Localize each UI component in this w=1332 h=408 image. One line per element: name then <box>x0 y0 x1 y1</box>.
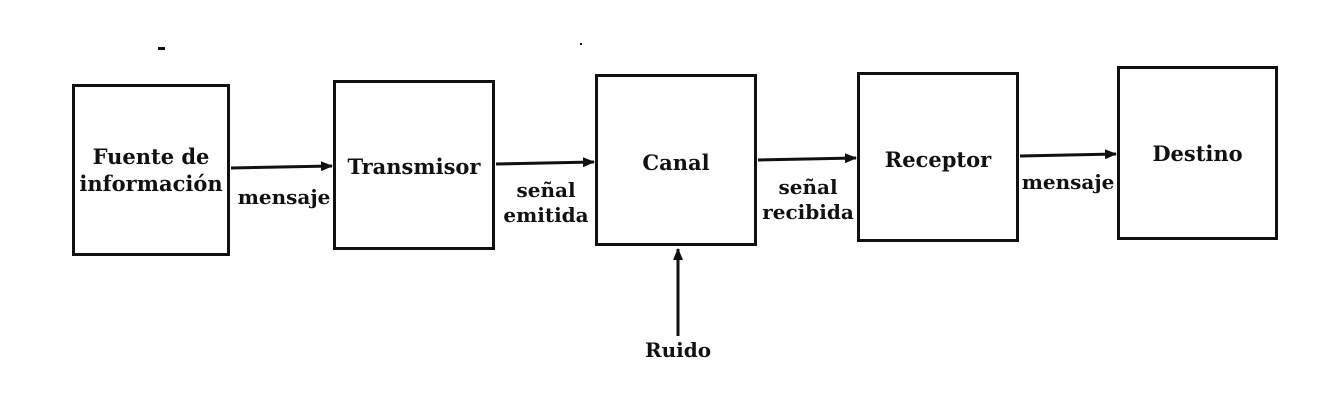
transmitter-block: Transmisor <box>333 80 495 250</box>
noise-label: Ruido <box>644 338 712 362</box>
transmitter-label: Transmisor <box>347 154 481 179</box>
scan-speck <box>158 47 165 50</box>
received-signal-label: señal recibida <box>759 175 857 225</box>
source-block: Fuente de información <box>72 84 230 256</box>
message-out-label: mensaje <box>237 185 331 209</box>
received-signal-line2: recibida <box>762 200 854 224</box>
destination-block: Destino <box>1117 66 1278 240</box>
destination-label: Destino <box>1152 141 1243 166</box>
emitted-signal-line1: señal <box>516 178 576 202</box>
arrow-channel-to-receiver <box>757 153 857 164</box>
emitted-signal-label: señal emitida <box>497 178 595 228</box>
source-label-line1: Fuente de <box>92 144 210 169</box>
source-label-line2: información <box>79 171 223 196</box>
arrow-receiver-to-destination <box>1019 149 1117 160</box>
arrow-source-to-transmitter <box>230 161 333 172</box>
message-in-label: mensaje <box>1021 170 1115 194</box>
source-label: Fuente de información <box>75 143 227 197</box>
emitted-signal-line2: emitida <box>503 203 589 227</box>
receiver-block: Receptor <box>857 72 1019 242</box>
received-signal-line1: señal <box>778 175 838 199</box>
scan-speck <box>580 43 582 45</box>
receiver-label: Receptor <box>884 147 992 172</box>
channel-block: Canal <box>595 74 757 246</box>
arrow-transmitter-to-channel <box>495 157 595 168</box>
channel-label: Canal <box>642 150 710 175</box>
